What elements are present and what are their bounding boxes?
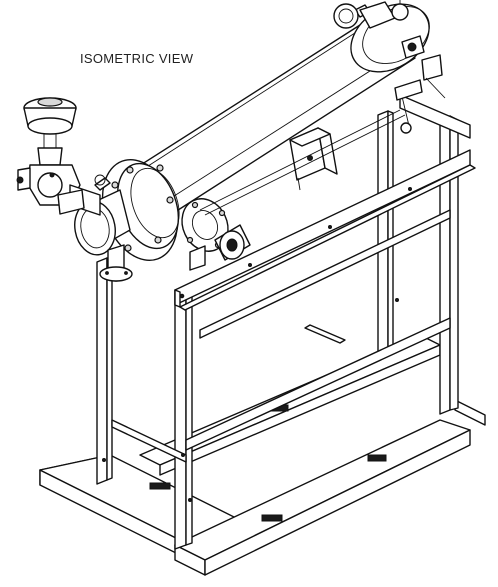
top-fittings xyxy=(333,0,446,134)
view-title: ISOMETRIC VIEW xyxy=(80,51,194,66)
support-frame xyxy=(96,94,476,550)
side-nozzle-flange xyxy=(181,198,251,271)
control-valve-assembly xyxy=(16,97,101,216)
instrument-box xyxy=(199,109,406,216)
inlet-nozzle xyxy=(74,189,133,282)
